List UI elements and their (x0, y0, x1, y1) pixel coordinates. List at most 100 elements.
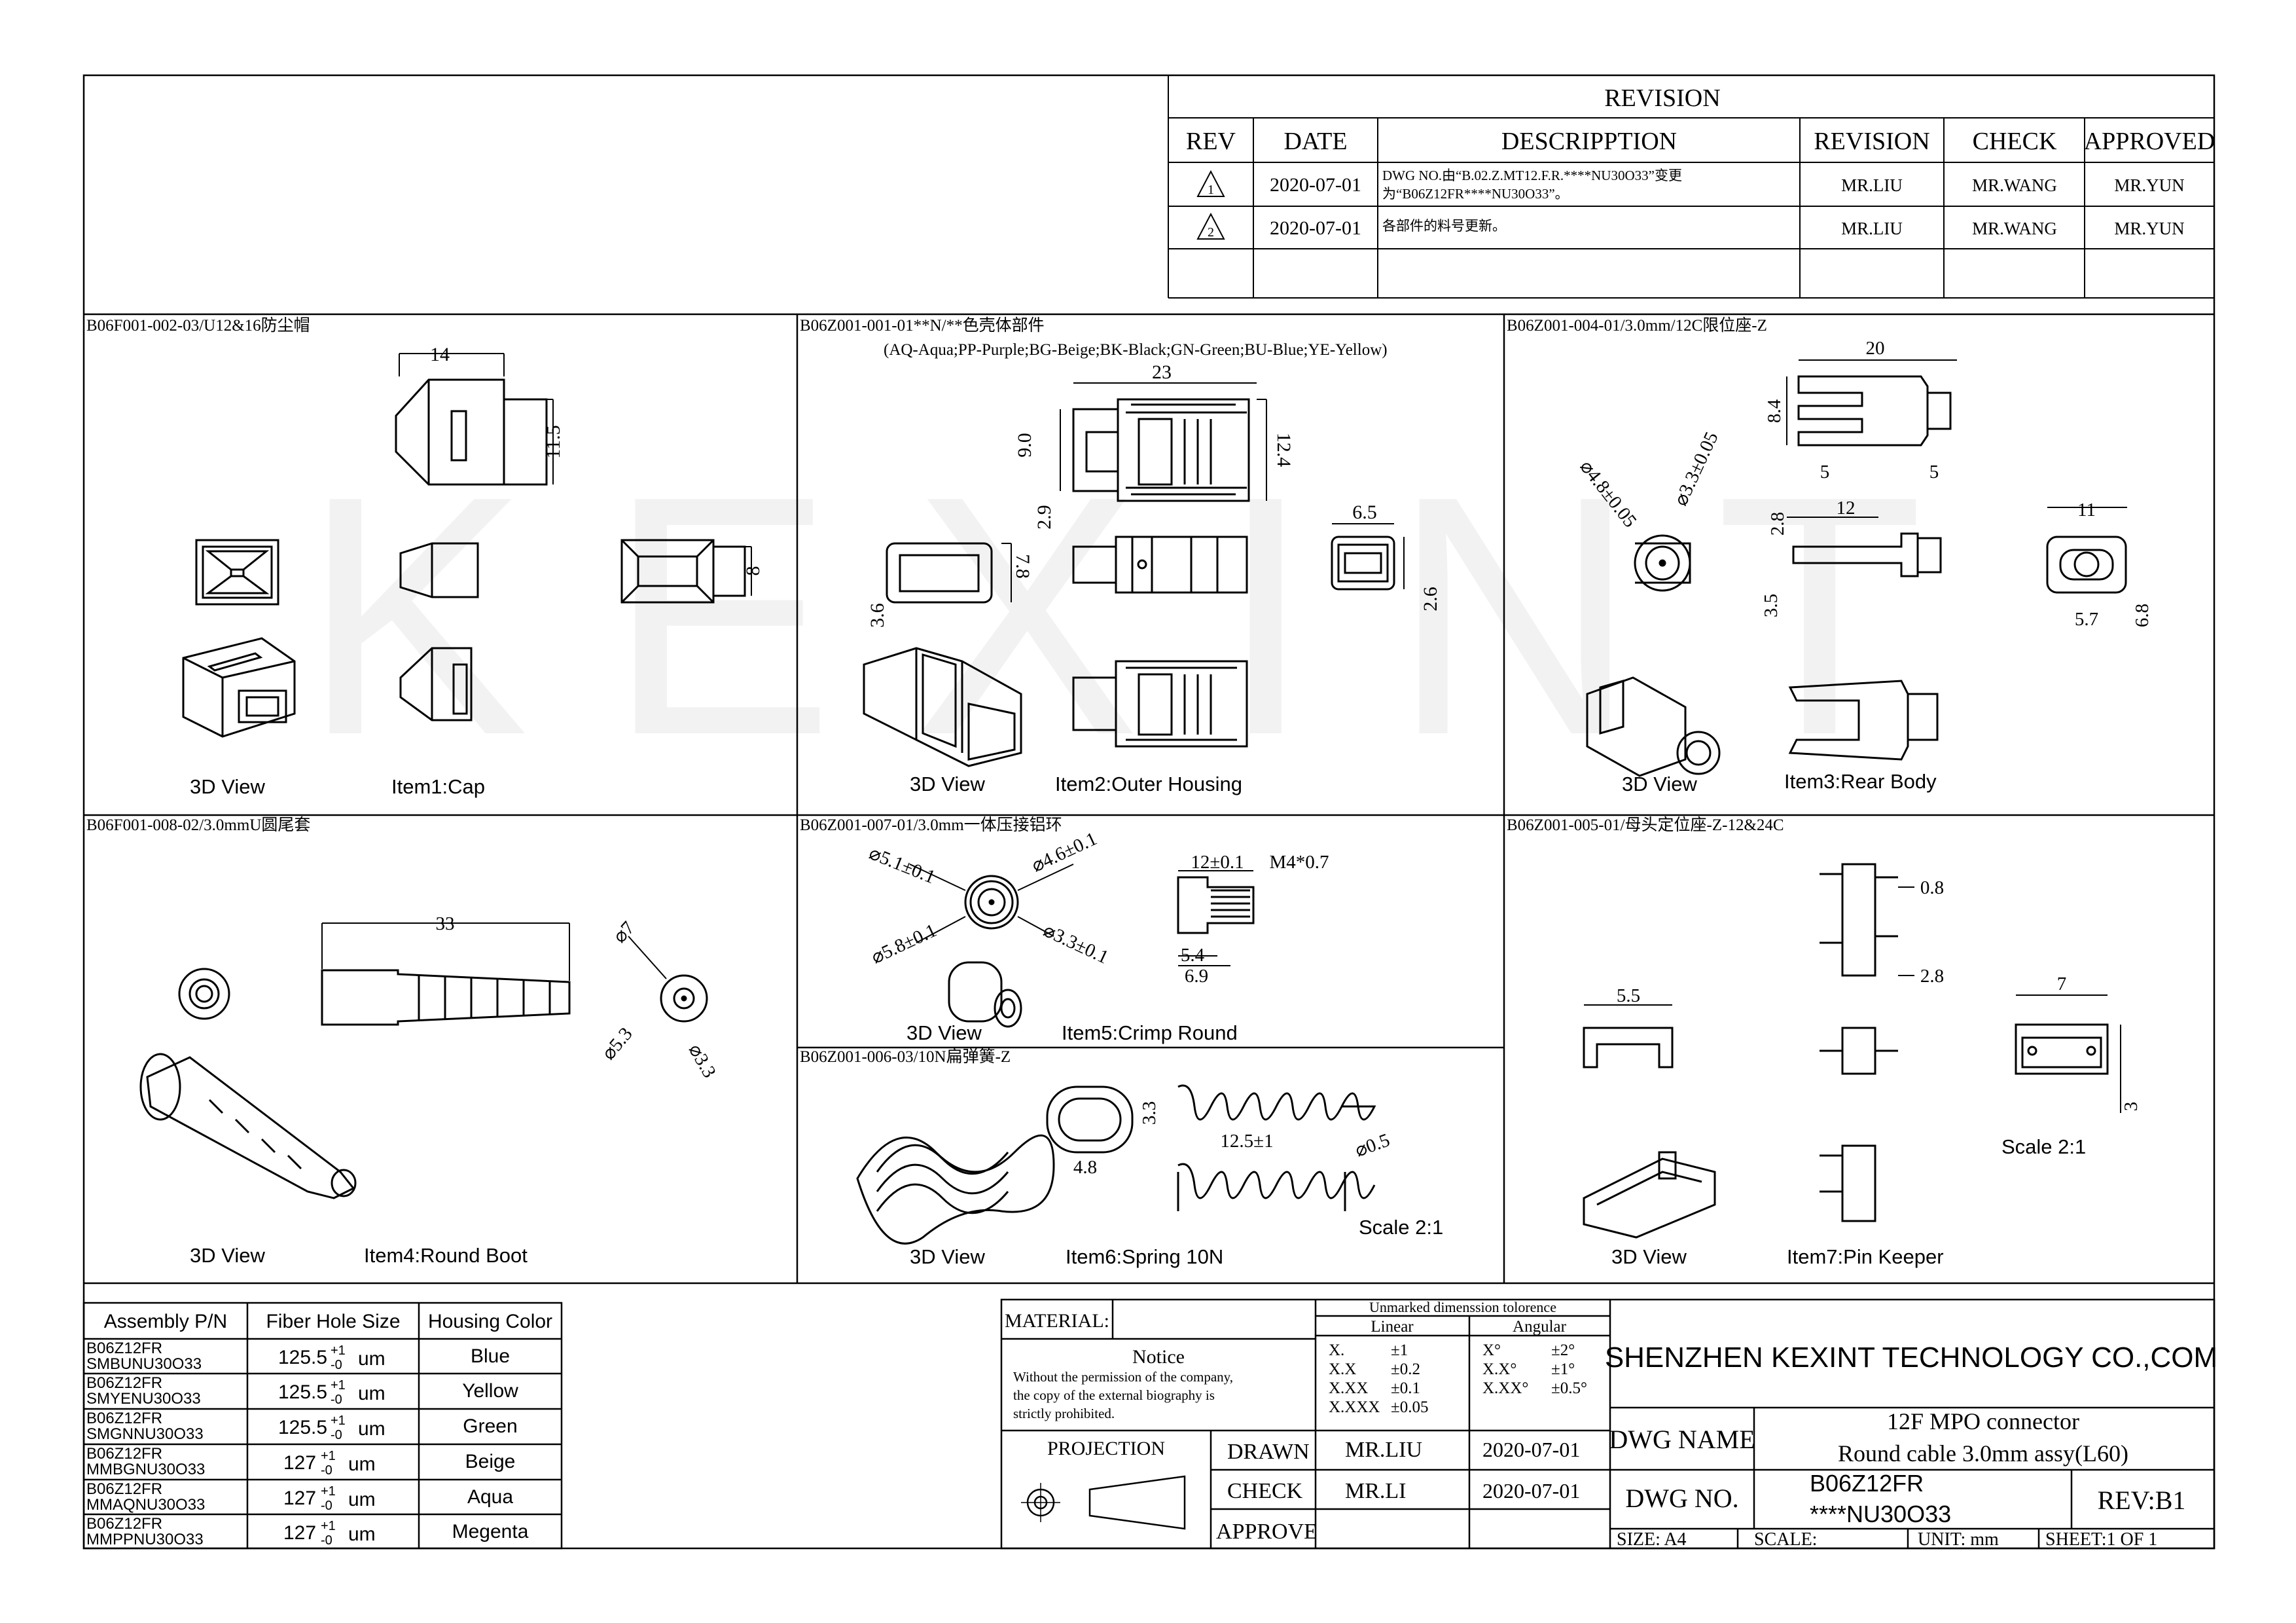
dim-label: 5 (1820, 462, 1830, 483)
parts-header-pn: Assembly P/N (104, 1311, 227, 1332)
dim-label: 4.8 (1073, 1157, 1097, 1178)
tolerance-plus: +1 (331, 1343, 346, 1358)
size-label: SIZE: A4 (1617, 1529, 1687, 1550)
view-label: 3D View (910, 1245, 985, 1268)
projection-label: PROJECTION (1047, 1438, 1165, 1459)
item-label: Item2:Outer Housing (1055, 773, 1242, 795)
fiber-hole-size: 125.5 (278, 1381, 327, 1403)
dwg-no-line: ****NU30O33 (1810, 1501, 1951, 1527)
housing-color: Yellow (462, 1380, 518, 1402)
rev-row-check: MR.WANG (1972, 175, 2057, 195)
dwg-no-label: DWG NO. (1625, 1484, 1738, 1513)
fiber-hole-size: 127 (283, 1522, 316, 1544)
dim-label: 7 (2057, 974, 2067, 994)
size-unit: um (348, 1523, 376, 1545)
dim-label: ⌀3.3±0.1 (1040, 920, 1111, 968)
tolerance-value: ±0.05 (1391, 1398, 1428, 1416)
dim-label: 23 (1152, 361, 1172, 383)
panel-title: B06Z001-007-01/3.0mm一体压接铝环 (800, 816, 1062, 834)
tolerance-format: X. (1329, 1341, 1344, 1359)
part-number: SMBUNU30O33 (86, 1355, 202, 1373)
dim-label: 5.7 (2075, 609, 2098, 630)
dwg-name-line: 12F MPO connector (1887, 1408, 2079, 1434)
tolerance-angular-label: Angular (1513, 1318, 1567, 1336)
dim-label: 3.3 (1139, 1101, 1160, 1125)
tolerance-value: ±0.5° (1551, 1379, 1587, 1397)
rev-row-revision: MR.LIU (1841, 219, 1903, 238)
panel-title: B06F001-002-03/U12&16防尘帽 (86, 316, 310, 335)
notice-line: Without the permission of the company, (1013, 1369, 1233, 1385)
size-unit: um (348, 1453, 376, 1475)
spring-drawings (856, 1084, 1376, 1245)
tolerance-minus: -0 (321, 1533, 332, 1548)
dim-label: 8.4 (1764, 399, 1785, 423)
check-label: CHECK (1227, 1479, 1303, 1503)
tolerance-format: X.X° (1482, 1360, 1516, 1378)
cap-drawings (182, 353, 752, 738)
dim-label: 14 (430, 344, 450, 365)
panel-title: B06Z001-006-03/10N扁弹簧-Z (800, 1048, 1011, 1066)
tolerance-plus: +1 (321, 1449, 336, 1463)
item-label: Item4:Round Boot (364, 1244, 528, 1267)
tolerance-plus: +1 (321, 1484, 336, 1499)
sheet-label: SHEET:1 OF 1 (2045, 1529, 2157, 1550)
rev-header-revision: REVISION (1814, 128, 1929, 155)
dim-label: M4*0.7 (1269, 852, 1329, 873)
part-number: B06Z12FR (86, 1445, 162, 1463)
tolerance-format: X° (1482, 1341, 1501, 1359)
rev-header-desc: DESCRIPPTION (1501, 128, 1677, 155)
part-number: MMAQNU30O33 (86, 1496, 205, 1514)
rev-row-check: MR.WANG (1972, 219, 2057, 238)
dwg-no-line: B06Z12FR (1810, 1470, 1924, 1497)
panel-subtitle: (AQ-Aqua;PP-Purple;BG-Beige;BK-Black;GN-… (884, 341, 1388, 359)
tolerance-format: X.XX (1329, 1379, 1368, 1397)
rev-row-marker: 2 (1208, 225, 1214, 240)
drawn-name: MR.LIU (1345, 1438, 1422, 1462)
size-unit: um (358, 1348, 386, 1370)
view-label: 3D View (910, 773, 985, 795)
tolerance-value: ±1° (1551, 1360, 1575, 1378)
dim-label: 3.6 (867, 603, 888, 628)
rev-row-approved: MR.YUN (2114, 175, 2184, 195)
dim-label: 11.5 (543, 425, 564, 458)
part-number: MMBGNU30O33 (86, 1461, 205, 1478)
tolerance-plus: +1 (331, 1413, 346, 1428)
dim-label: 12.5±1 (1220, 1131, 1273, 1152)
material-label: MATERIAL: (1005, 1310, 1109, 1332)
dim-label: 5.5 (1617, 985, 1640, 1006)
tolerance-title: Unmarked dimenssion tolorence (1369, 1299, 1556, 1315)
tolerance-minus: -0 (321, 1499, 332, 1513)
panel-title: B06Z001-001-01**N/**色壳体部件 (800, 316, 1045, 335)
drawn-label: DRAWN (1227, 1440, 1310, 1464)
item-label: Item1:Cap (391, 775, 485, 798)
tolerance-format: X.XXX (1329, 1398, 1380, 1416)
check-name: MR.LI (1345, 1479, 1407, 1503)
housing-color: Blue (471, 1345, 510, 1367)
tolerance-minus: -0 (331, 1428, 342, 1442)
approve-label: APPROVE (1216, 1520, 1318, 1544)
dim-label: 3.5 (1761, 594, 1782, 617)
scale-field: SCALE: (1754, 1529, 1817, 1550)
part-number: B06Z12FR (86, 1480, 162, 1498)
parts-header-size: Fiber Hole Size (266, 1311, 400, 1332)
drawn-date: 2020-07-01 (1482, 1438, 1580, 1461)
revision-table (1168, 75, 2214, 299)
fiber-hole-size: 125.5 (278, 1347, 327, 1368)
dim-label: 0.8 (1920, 877, 1944, 898)
dim-label: 8 (742, 566, 764, 576)
rev-header-check: CHECK (1973, 128, 2057, 155)
rev-header-rev: REV (1186, 128, 1236, 155)
item-label: Item7:Pin Keeper (1787, 1245, 1944, 1268)
view-label: 3D View (1622, 773, 1697, 795)
part-number: SMYENU30O33 (86, 1390, 201, 1408)
size-unit: um (348, 1489, 376, 1510)
size-unit: um (358, 1418, 386, 1440)
tolerance-plus: +1 (331, 1378, 346, 1393)
boot-drawings (139, 922, 708, 1199)
dim-label: 9.0 (1014, 433, 1035, 458)
dim-label: ⌀0.5 (1352, 1129, 1392, 1161)
panel-title: B06F001-008-02/3.0mmU圆尾套 (86, 816, 310, 834)
tolerance-format: X.XX° (1482, 1379, 1528, 1397)
tolerance-minus: -0 (321, 1463, 332, 1478)
